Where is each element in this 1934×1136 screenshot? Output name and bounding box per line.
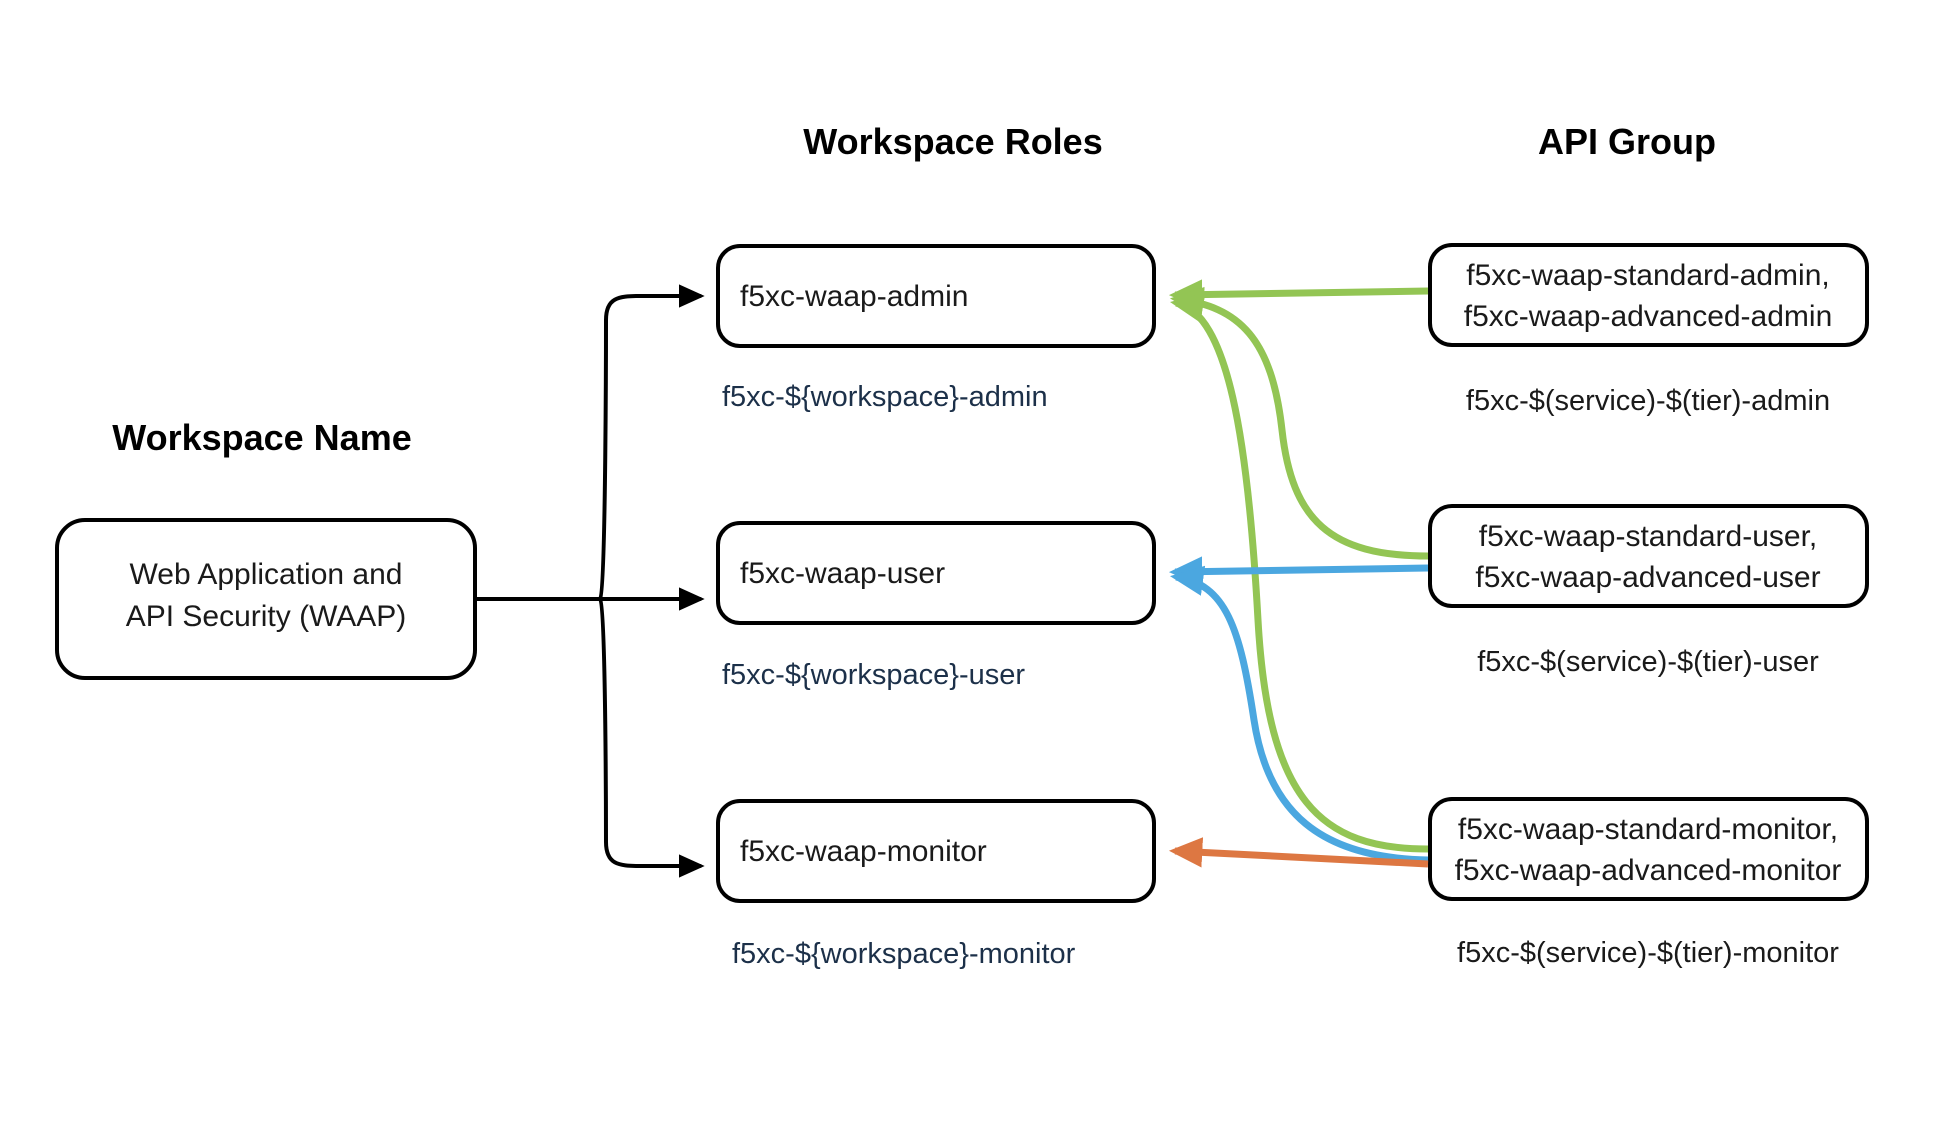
role-node-admin[interactable]: f5xc-waap-admin f5xc-${workspace}-admin [716,244,1156,413]
api-group-label-monitor-line-1: f5xc-waap-standard-monitor, [1458,813,1838,846]
role-caption-admin: f5xc-${workspace}-admin [722,381,1048,413]
role-caption-monitor: f5xc-${workspace}-monitor [732,938,1076,970]
connector-branch-admin [598,284,705,601]
flow-api-user-to-role-user [1168,556,1429,587]
role-caption-user: f5xc-${workspace}-user [722,659,1025,691]
role-node-user[interactable]: f5xc-waap-user f5xc-${workspace}-user [716,521,1156,691]
workspace-to-roles-connector [474,284,705,878]
flow-api-monitor-to-role-user [1169,565,1429,864]
role-label-monitor: f5xc-waap-monitor [740,835,987,868]
api-group-label-admin-line-1: f5xc-waap-standard-admin, [1466,259,1830,292]
api-group-label-admin-line-2: f5xc-waap-advanced-admin [1464,300,1833,333]
workspace-name-node[interactable]: Web Application and API Security (WAAP) [55,518,477,680]
connector-branch-monitor [598,597,705,878]
api-group-caption-monitor: f5xc-$(service)-$(tier)-monitor [1457,937,1839,969]
api-group-label-user-line-2: f5xc-waap-advanced-user [1475,561,1820,594]
role-label-user: f5xc-waap-user [740,557,945,590]
role-node-monitor[interactable]: f5xc-waap-monitor f5xc-${workspace}-moni… [716,799,1156,970]
heading-workspace-name: Workspace Name [112,417,411,458]
flow-api-admin-to-role-admin [1168,279,1429,310]
workspace-name-box[interactable] [55,518,477,680]
role-box-admin[interactable] [716,244,1156,348]
role-box-user[interactable] [716,521,1156,625]
heading-workspace-roles: Workspace Roles [803,121,1102,162]
role-label-admin: f5xc-waap-admin [740,280,968,313]
api-group-label-user-line-1: f5xc-waap-standard-user, [1479,520,1818,553]
api-group-box-user[interactable] [1428,504,1869,608]
workspace-name-line-1: Web Application and [130,558,403,591]
heading-api-group: API Group [1538,121,1716,162]
api-group-box-admin[interactable] [1428,243,1869,347]
workspace-name-line-2: API Security (WAAP) [126,600,407,633]
flow-api-user-to-role-admin [1169,286,1429,560]
role-box-monitor[interactable] [716,799,1156,903]
api-group-caption-user: f5xc-$(service)-$(tier)-user [1477,646,1819,678]
api-group-node-admin[interactable]: f5xc-waap-standard-admin, f5xc-waap-adva… [1428,243,1869,417]
flow-api-monitor-to-role-admin [1170,292,1429,853]
api-group-caption-admin: f5xc-$(service)-$(tier)-admin [1466,385,1830,417]
flow-api-monitor-to-role-monitor [1168,837,1429,868]
api-group-box-monitor[interactable] [1428,797,1869,901]
api-group-node-monitor[interactable]: f5xc-waap-standard-monitor, f5xc-waap-ad… [1428,797,1869,969]
api-group-label-monitor-line-2: f5xc-waap-advanced-monitor [1455,854,1842,887]
api-group-node-user[interactable]: f5xc-waap-standard-user, f5xc-waap-advan… [1428,504,1869,678]
